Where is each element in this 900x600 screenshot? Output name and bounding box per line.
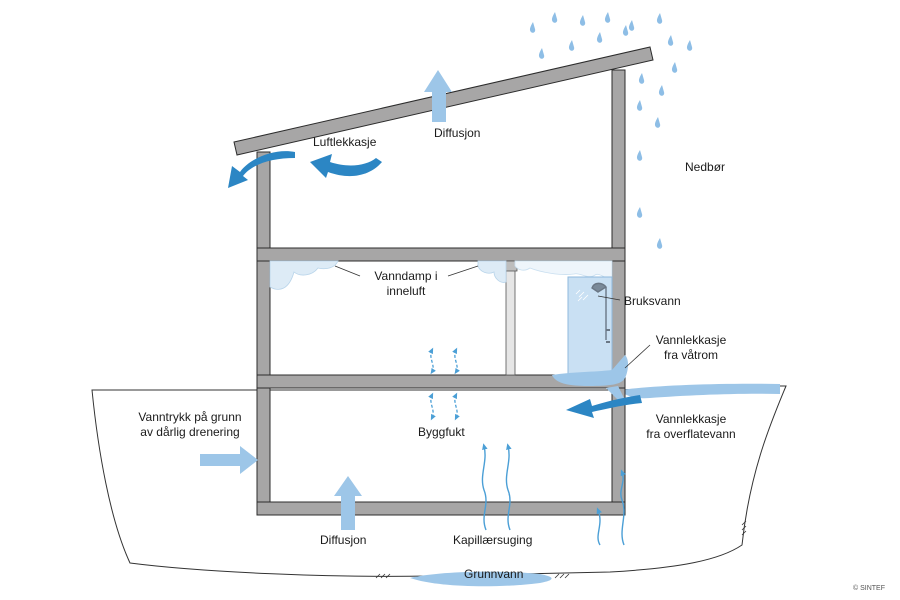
raindrops bbox=[529, 12, 693, 249]
right-wall bbox=[611, 69, 626, 515]
air-leakage-arrow-roof bbox=[228, 151, 295, 188]
label-precipitation: Nedbør bbox=[685, 160, 726, 174]
copyright-text: © SINTEF bbox=[853, 585, 885, 592]
label-diffusion-bottom: Diffusjon bbox=[320, 533, 367, 547]
shower-head-icon bbox=[591, 282, 608, 340]
label-surface-leak: Vannlekkasje fra overflatevann bbox=[638, 412, 744, 442]
upper-floor bbox=[256, 247, 626, 262]
middle-floor bbox=[256, 374, 626, 389]
capillary-suction-arrows bbox=[481, 443, 626, 546]
label-water-vapour-line1: Vanndamp i bbox=[374, 269, 438, 283]
vapour-cloud-right bbox=[514, 260, 613, 279]
vapour-cloud-middle bbox=[477, 260, 507, 283]
foundation-slab bbox=[256, 501, 626, 516]
label-surface-leak-line2: fra overflatevann bbox=[646, 427, 736, 441]
label-wetroom-leak-line1: Vannlekkasje bbox=[655, 333, 727, 347]
label-water-pressure-line1: Vanntrykk på grunn bbox=[138, 410, 242, 424]
label-wetroom-leak: Vannlekkasje fra våtrom bbox=[648, 333, 734, 363]
label-capillary-suction: Kapillærsuging bbox=[453, 533, 533, 547]
partition-wall bbox=[505, 260, 516, 376]
surface-leak-arrow bbox=[566, 395, 642, 418]
vapour-cloud-left bbox=[269, 260, 339, 290]
label-tap-water: Bruksvann bbox=[624, 294, 681, 308]
label-water-pressure: Vanntrykk på grunn av dårlig drenering bbox=[130, 410, 250, 440]
label-air-leakage: Luftlekkasje bbox=[313, 135, 377, 149]
diffusion-arrow-bottom bbox=[334, 476, 362, 530]
groundwater-pool bbox=[410, 571, 552, 587]
ground-line bbox=[91, 385, 787, 577]
surface-water bbox=[620, 383, 780, 399]
shower-spray bbox=[575, 289, 589, 302]
shower-faucet-icon bbox=[606, 329, 610, 343]
building-moisture-arrows bbox=[428, 347, 460, 421]
wetroom-leak-pool bbox=[552, 355, 629, 386]
wetroom-leak-arrow bbox=[606, 386, 625, 400]
label-groundwater: Grunnvann bbox=[464, 567, 524, 581]
label-water-pressure-line2: av dårlig drenering bbox=[140, 425, 240, 439]
diffusion-arrow-roof bbox=[424, 70, 452, 122]
water-pressure-arrow bbox=[200, 446, 258, 474]
label-diffusion-roof: Diffusjon bbox=[434, 126, 481, 140]
label-wetroom-leak-line2: fra våtrom bbox=[663, 348, 718, 362]
shower-cabin bbox=[567, 276, 613, 376]
left-wall bbox=[256, 151, 271, 515]
ground-hatch bbox=[375, 520, 747, 579]
leader-lines bbox=[334, 265, 651, 369]
label-building-moisture: Byggfukt bbox=[418, 425, 465, 439]
label-water-vapour: Vanndamp i inneluft bbox=[363, 269, 449, 299]
air-leakage-arrow-ceiling bbox=[310, 154, 382, 178]
label-water-vapour-line2: inneluft bbox=[386, 284, 426, 298]
label-surface-leak-line1: Vannlekkasje bbox=[655, 412, 727, 426]
